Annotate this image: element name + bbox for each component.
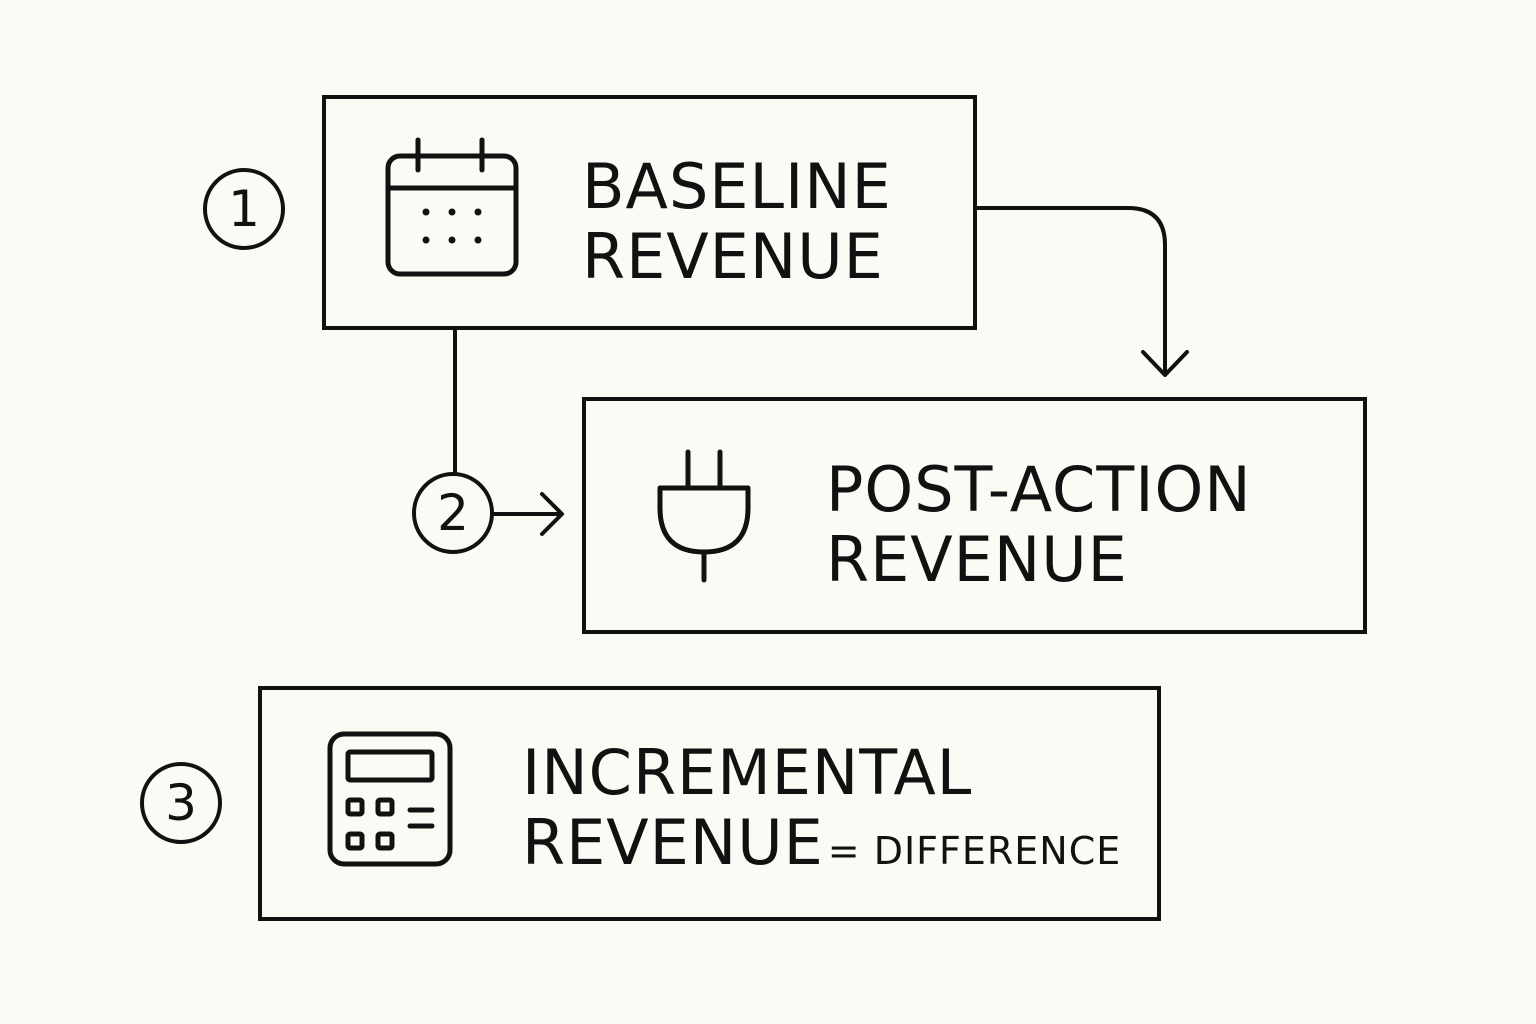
incremental-label-line-2: REVENUE= DIFFERENCE [522, 808, 1121, 886]
calculator-icon [327, 731, 453, 867]
baseline-revenue-label: BASELINE REVENUE [582, 152, 892, 292]
post-action-label-line-2: REVENUE [826, 523, 1128, 596]
difference-suffix: = DIFFERENCE [827, 829, 1122, 873]
step-1-number: 1 [228, 180, 260, 238]
incremental-label-line-2-text: REVENUE [522, 806, 824, 879]
post-action-label-line-1: POST-ACTION [826, 453, 1252, 526]
step-3-number: 3 [165, 774, 197, 832]
post-action-revenue-box [582, 397, 1367, 634]
incremental-revenue-box [258, 686, 1161, 921]
plug-icon [657, 449, 751, 583]
step-2-number: 2 [437, 484, 469, 542]
baseline-label-line-2: REVENUE [582, 220, 884, 293]
step-3-badge: 3 [140, 762, 222, 844]
baseline-revenue-box [322, 95, 977, 330]
step-1-badge: 1 [203, 168, 285, 250]
arrowhead-right-icon [540, 492, 564, 536]
incremental-label-line-1: INCREMENTAL [522, 736, 973, 809]
step-2-badge: 2 [412, 472, 494, 554]
post-action-revenue-label: POST-ACTION REVENUE [826, 455, 1252, 595]
connector-baseline-to-post-action [975, 206, 1167, 374]
baseline-label-line-1: BASELINE [582, 150, 892, 223]
calendar-icon [385, 137, 519, 277]
incremental-revenue-label: INCREMENTAL REVENUE= DIFFERENCE [522, 738, 1121, 886]
arrowhead-down-icon [1141, 350, 1189, 377]
